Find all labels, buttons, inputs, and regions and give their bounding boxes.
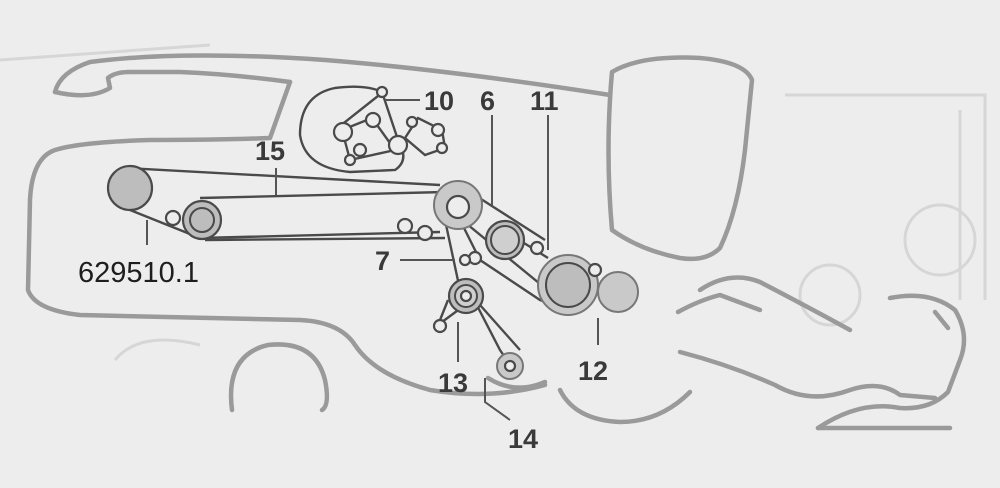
idler-pulley <box>343 153 357 167</box>
callout-7: 7 <box>375 246 390 276</box>
idler-pulley <box>352 142 368 158</box>
background-ghost <box>0 43 987 361</box>
idler-pulley <box>332 121 354 143</box>
idler-pulley <box>430 122 446 138</box>
callout-12: 12 <box>578 356 608 386</box>
idler-pulley <box>432 318 448 334</box>
idler-pulley <box>467 250 483 266</box>
callout-13: 13 <box>438 368 468 398</box>
upper-drive-group <box>298 85 449 174</box>
drive-pulley <box>181 199 223 241</box>
callout-labels: 10 6 11 15 7 12 13 14 629510.1 <box>78 86 608 454</box>
idler-pulley <box>405 115 419 129</box>
idler-pulley <box>364 111 382 129</box>
callout-6: 6 <box>480 86 495 116</box>
combine-outline <box>25 53 967 431</box>
idler-pulley <box>435 141 449 155</box>
idler-pulley <box>458 253 472 267</box>
central-drive-cluster <box>432 180 639 380</box>
callout-10: 10 <box>424 86 454 116</box>
idler-pulley <box>587 262 603 278</box>
idler-pulley <box>375 85 389 99</box>
idler-pulley <box>396 217 414 235</box>
callout-11: 11 <box>530 86 559 116</box>
main-belt-drive <box>106 164 446 242</box>
idler-pulley <box>387 134 409 156</box>
rear-pulley <box>106 164 154 212</box>
idler-pulley <box>529 240 545 256</box>
hub-center <box>445 194 471 220</box>
leader-lines <box>146 99 599 421</box>
callout-14: 14 <box>508 424 538 454</box>
pulley-12-secondary <box>597 271 639 313</box>
part-number-label: 629510.1 <box>78 257 199 289</box>
idler-pulley <box>164 209 182 227</box>
idler-pulley <box>416 224 434 242</box>
callout-15: 15 <box>255 136 285 166</box>
